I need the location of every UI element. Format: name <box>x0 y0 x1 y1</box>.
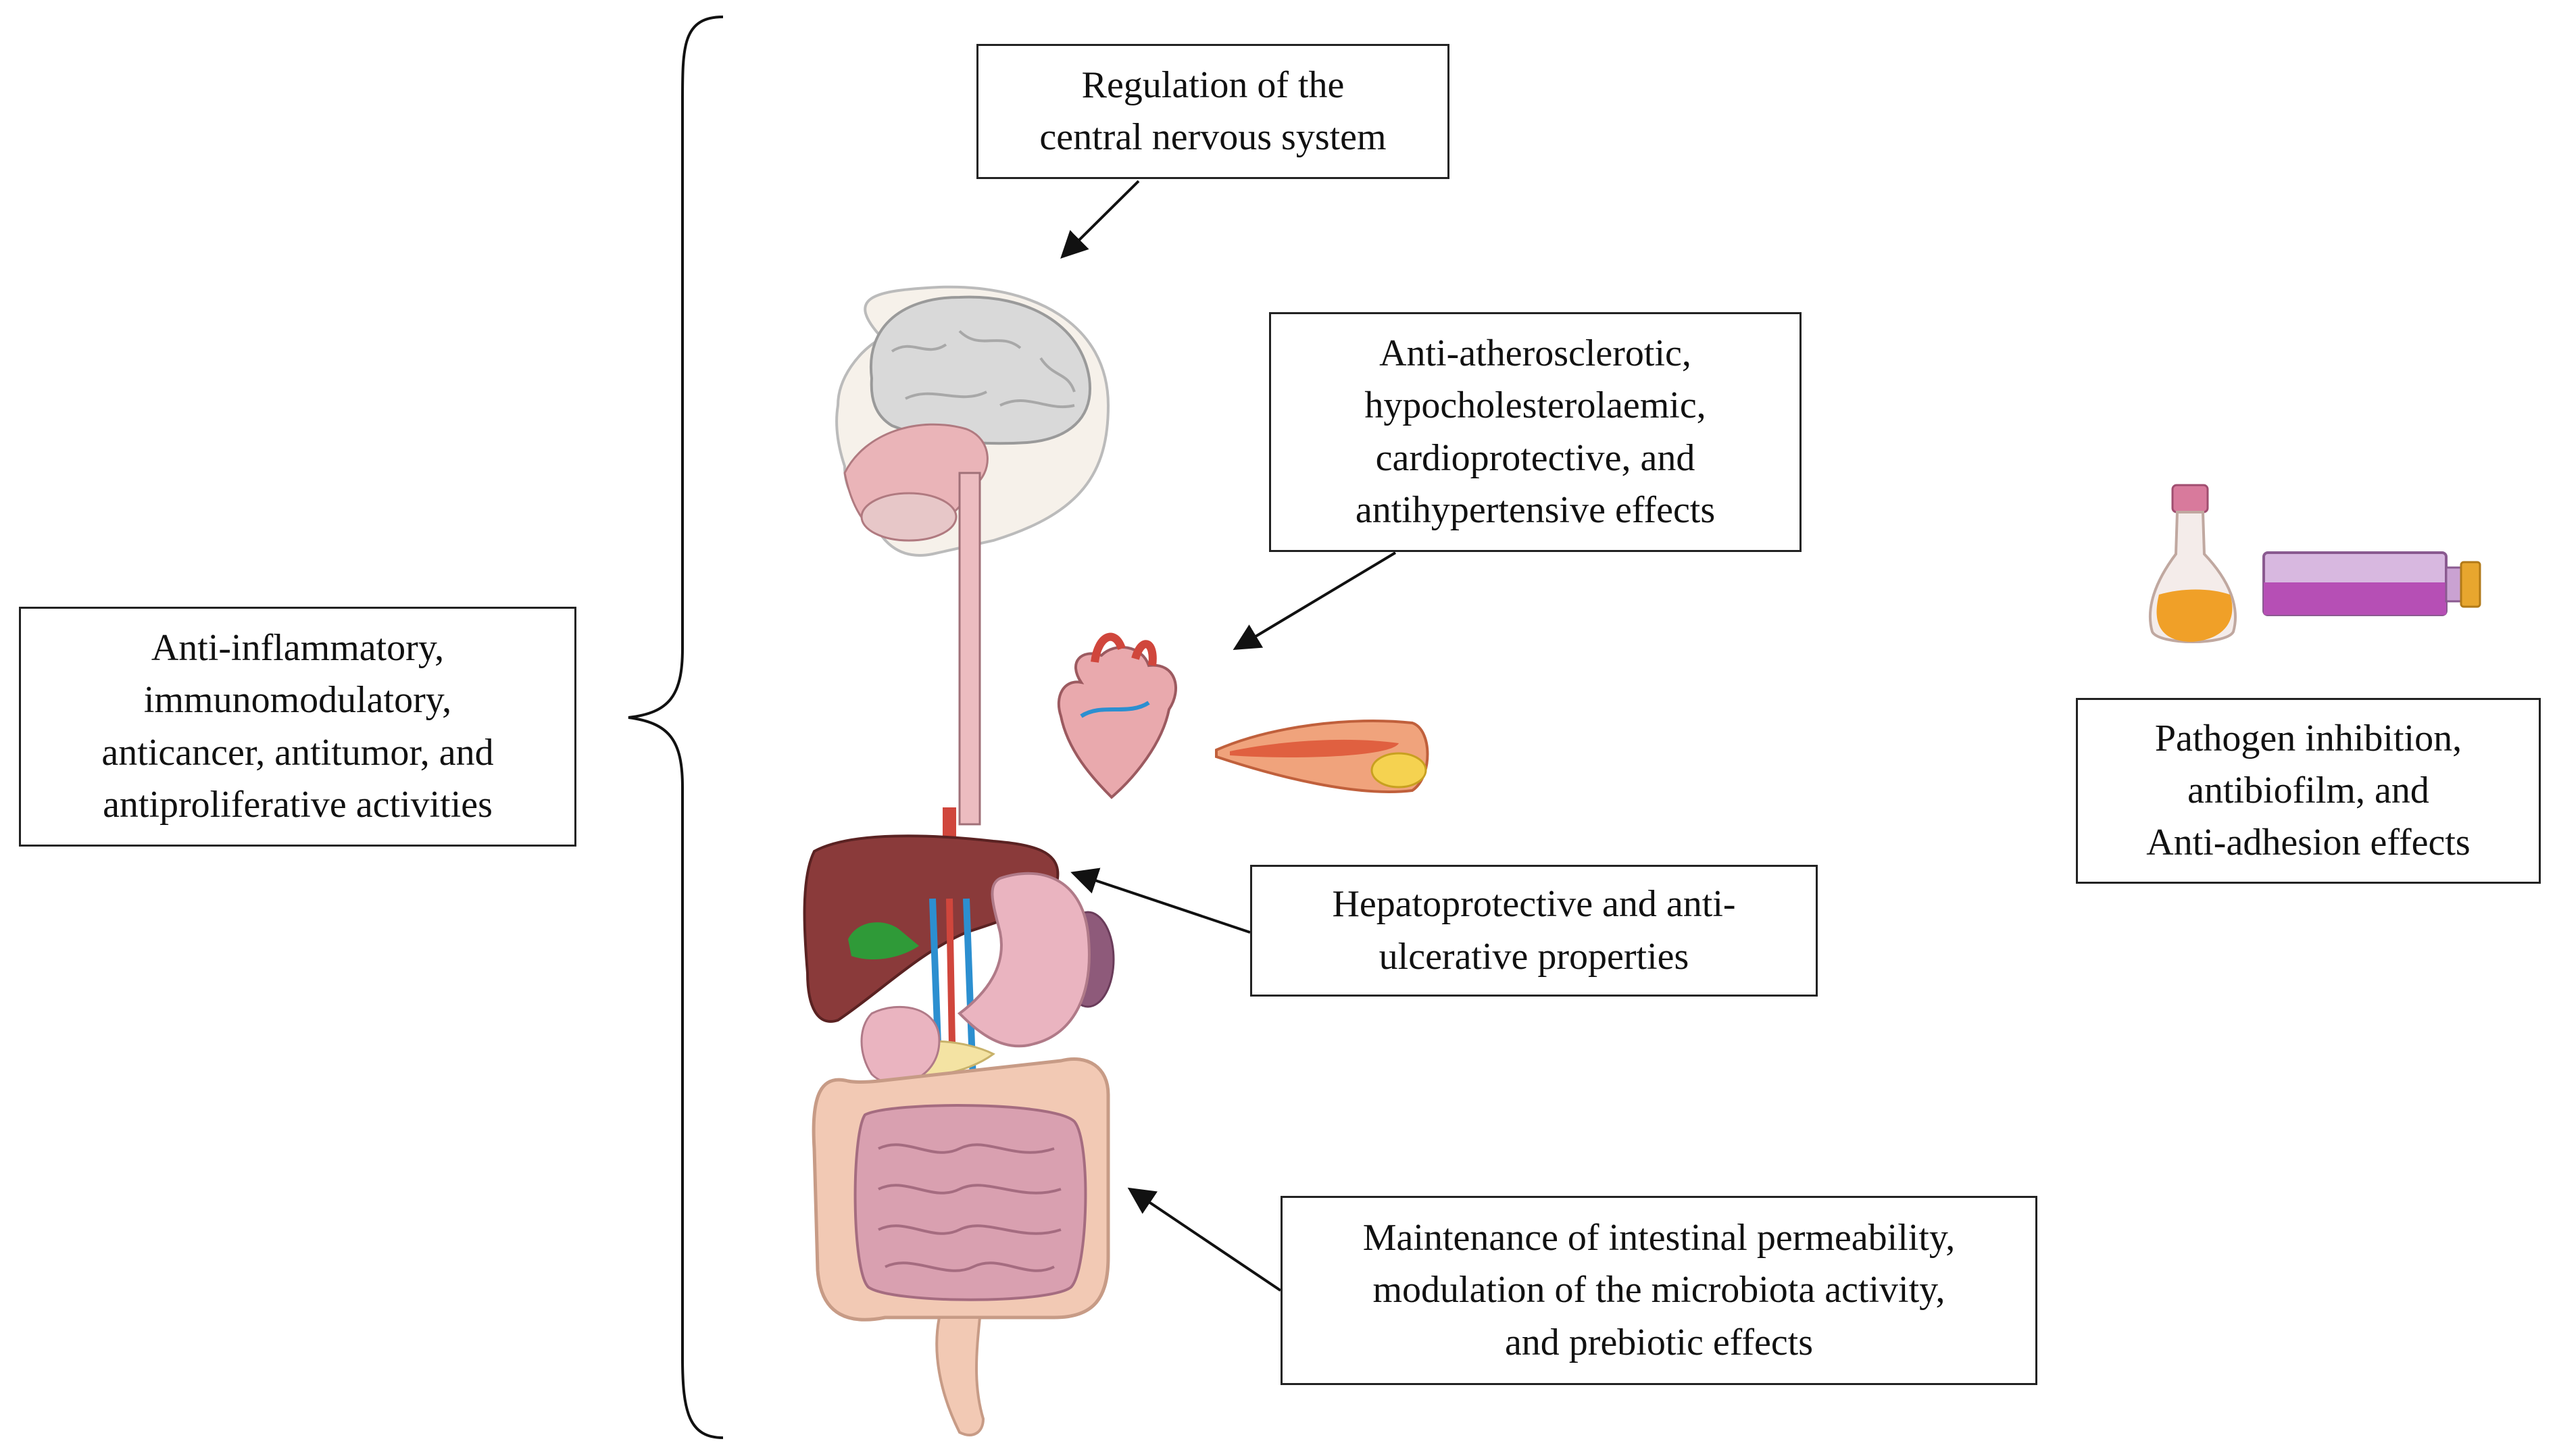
curly-brace <box>628 16 724 1439</box>
cell-culture-bottle-illustration <box>2262 551 2481 616</box>
gallbladder <box>848 922 919 959</box>
artery-plaque-illustration <box>1215 719 1429 793</box>
cns-regulation-text: Regulation of the central nervous system <box>1039 64 1387 158</box>
pathogen-inhibition-text: Pathogen inhibition, antibiofilm, and An… <box>2146 717 2471 864</box>
arrow-hepato <box>1070 868 1251 934</box>
rectum <box>935 1316 985 1436</box>
esophagus-lower <box>943 807 956 845</box>
brain <box>869 295 1091 445</box>
intestinal-permeability-text: Maintenance of intestinal permeability, … <box>1362 1217 1956 1363</box>
anti-inflammatory-box: Anti-inflammatory, immunomodulatory, ant… <box>19 607 576 847</box>
intestinal-permeability-box: Maintenance of intestinal permeability, … <box>1281 1196 2037 1385</box>
tongue <box>860 492 958 542</box>
hepatoprotective-text: Hepatoprotective and anti- ulcerative pr… <box>1332 883 1736 978</box>
arrow-cns <box>1060 180 1140 259</box>
pathogen-inhibition-box: Pathogen inhibition, antibiofilm, and An… <box>2076 698 2541 884</box>
anti-inflammatory-text: Anti-inflammatory, immunomodulatory, ant… <box>101 626 494 826</box>
arrow-intestinal <box>1127 1187 1282 1292</box>
stomach <box>957 872 1091 1048</box>
esophagus <box>958 472 981 826</box>
culture-flask-illustration <box>2149 484 2237 643</box>
digestive-system-illustration <box>803 285 1115 1436</box>
cardio-effects-text: Anti-atherosclerotic, hypocholesterolaem… <box>1355 332 1716 531</box>
arrow-cardio <box>1233 551 1397 651</box>
heart-illustration <box>1057 632 1177 799</box>
cns-regulation-box: Regulation of the central nervous system <box>976 44 1449 179</box>
hepatoprotective-box: Hepatoprotective and anti- ulcerative pr… <box>1250 865 1818 997</box>
small-intestine <box>853 1104 1087 1301</box>
cardio-effects-box: Anti-atherosclerotic, hypocholesterolaem… <box>1269 312 1802 552</box>
